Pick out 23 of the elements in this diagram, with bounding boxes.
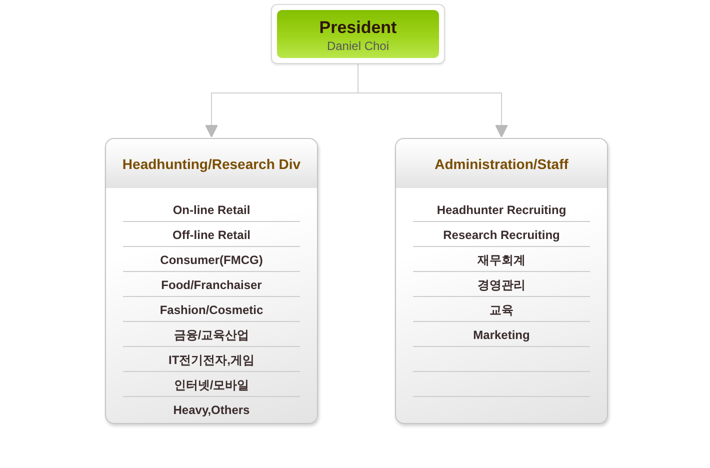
- role-title: President: [319, 18, 397, 37]
- list-item: Food/Franchaiser: [161, 278, 262, 292]
- list-item: 교육: [490, 303, 514, 317]
- list-item: 금융/교육산업: [174, 328, 250, 342]
- president-box: [271, 4, 445, 64]
- list-item: Off-line Retail: [172, 228, 250, 242]
- list-item: Headhunter Recruiting: [436, 203, 566, 217]
- person-name: Daniel Choi: [326, 39, 390, 53]
- list-item: On-line Retail: [172, 203, 250, 217]
- list-item: 경영관리: [478, 278, 526, 292]
- list-item: 재무회계: [478, 253, 526, 267]
- department-panel: [395, 138, 608, 424]
- arrow: [358, 64, 508, 138]
- department-panel: [105, 138, 318, 424]
- list-item: Fashion/Cosmetic: [160, 303, 264, 317]
- panel-heading: Headhunting/Research Div: [122, 156, 301, 172]
- panel-heading: Administration/Staff: [434, 156, 568, 172]
- list-item: Consumer(FMCG): [160, 253, 263, 267]
- list-item: Marketing: [473, 328, 530, 342]
- list-item: Research Recruiting: [443, 228, 560, 242]
- list-item: IT전기전자,게임: [168, 353, 254, 367]
- list-item: Heavy,Others: [173, 403, 250, 417]
- list-item: 인터넷/모바일: [174, 378, 250, 392]
